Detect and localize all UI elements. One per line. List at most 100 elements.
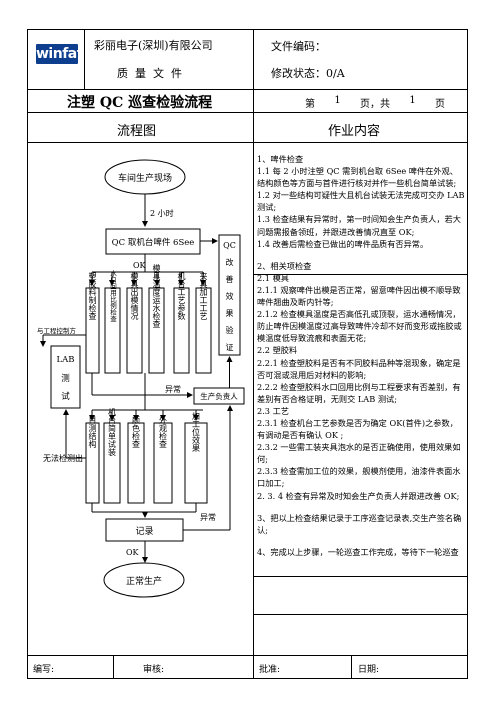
header-divider xyxy=(27,89,468,90)
abnormal-label-1: 异常 xyxy=(165,385,181,394)
content-line: 2.1.1 观察啤件出模是否正常，留意啤件因出模不顺导致啤件翘曲及断内针等; xyxy=(257,284,461,308)
ok-label-1: OK xyxy=(133,261,147,270)
content-line: 2、相关项检查 xyxy=(257,260,312,271)
revision-label: 修改状态： xyxy=(271,67,326,80)
doc-type: 质 量 文 件 xyxy=(117,67,182,80)
logo-divider xyxy=(84,29,85,89)
page-info: 第 1 页，共 1 页 xyxy=(305,95,445,110)
svg-text:善: 善 xyxy=(226,274,234,284)
content-heading: 作业内容 xyxy=(328,124,381,139)
center-divider xyxy=(253,29,254,655)
svg-text:试: 试 xyxy=(61,391,70,402)
footer-col-2 xyxy=(253,655,254,679)
revision-value: 0/A xyxy=(326,67,345,80)
row2-labels: 目测结构 机台简单试装 颜色检查 外观检查 加工位效果 xyxy=(88,407,201,457)
svg-text:效: 效 xyxy=(226,291,234,301)
responsible-box xyxy=(193,387,245,405)
content-spacer xyxy=(257,250,465,260)
content-line: 2.1.2 检查模具温度是否高低孔或顶裂，运水通畅情况，防止啤件因模温度过高导致… xyxy=(257,309,462,344)
document-frame xyxy=(27,29,468,679)
document-title: 注塑 QC 巡查检验流程 xyxy=(67,95,213,111)
content-line: 2. 3. 4 检查有异常及时知会生产负责人并跟进改善 OK; xyxy=(257,490,460,501)
content-sep-1 xyxy=(253,274,468,275)
svg-text:LAB: LAB xyxy=(56,355,74,365)
title-divider xyxy=(27,112,468,113)
content-line: 2.2 塑胶料 xyxy=(257,345,298,356)
check-fixture: 夹具加工工艺 xyxy=(199,271,208,320)
footer-col-1 xyxy=(113,655,114,679)
company-logo: winfat xyxy=(36,44,83,64)
content-sep-2 xyxy=(253,576,468,577)
content-line: 3、把以上检查结果记录于工序巡查记录表,交生产签名确认; xyxy=(257,512,462,535)
footer-approve: 批准: xyxy=(259,665,281,675)
svg-text:验: 验 xyxy=(226,325,234,335)
end-node xyxy=(103,562,185,598)
content-line: 2.3 工艺 xyxy=(257,405,289,416)
svg-text:证: 证 xyxy=(226,343,234,352)
page-total: 1 xyxy=(409,95,416,106)
qc-verify-text: QC 改 善 效 果 验 证 xyxy=(223,241,236,352)
interval-label: 2 小时 xyxy=(150,208,174,218)
process-flowchart: 车间生产现场 2 小时 QC 取机台啤件 6See QC 改 善 效 果 验 证… xyxy=(37,159,245,598)
work-content: 1、啤件检查 1.1 每 2 小时注塑 QC 需到机台取 6See 啤件在外观、… xyxy=(257,153,465,558)
footer-divider xyxy=(27,655,468,656)
check-runner-ratio: 水口回用比例检查 xyxy=(109,269,117,323)
footer-date: 日期: xyxy=(358,665,380,675)
branch-arrows-2 xyxy=(89,410,199,421)
footer-col-3 xyxy=(351,655,352,679)
end-label: 正常生产 xyxy=(126,575,162,587)
flowchart-heading: 流程图 xyxy=(117,124,157,139)
content-line: 2.2.1 检查塑胶料是否有不同胶料品种等混现象，确定是否可混或混用后对材料的影… xyxy=(257,357,461,380)
content-line: 1.4 改善后需检查已做出的啤件品质有否异常。 xyxy=(257,238,429,249)
row1-boxes xyxy=(85,287,212,374)
content-line: 2.3.2 一些需工装夹具泡水的是否正确使用，使用效果如何; xyxy=(257,442,461,465)
content-spacer xyxy=(257,502,465,512)
check-machine-params: 机台工艺参数 xyxy=(177,271,186,321)
columns-divider xyxy=(27,142,468,143)
content-line: 1.2 对一些结构可疑性大且机台试装无法完成可交办 LAB 测试; xyxy=(257,190,465,213)
content-sep-3 xyxy=(253,614,468,615)
ok-label-2: OK xyxy=(126,548,140,557)
content-line: 2.1 模具 xyxy=(257,272,289,283)
check-mold-temp: 模具温度运水检查 xyxy=(152,263,161,328)
lab-text: LAB 测 试 xyxy=(56,355,74,402)
content-spacer xyxy=(257,536,465,546)
content-line: 2.3.1 检查机台工艺参数是否为确定 OK(首件)之参数，有调动是否有确认 O… xyxy=(257,417,458,441)
start-label: 车间生产现场 xyxy=(118,172,172,184)
page-suffix: 页 xyxy=(435,99,445,110)
footer-author: 编写: xyxy=(33,665,55,675)
content-line: 4、完成以上步骤，一轮巡查工作完成，等待下一轮巡查 xyxy=(257,546,459,557)
svg-text:果: 果 xyxy=(226,309,234,318)
svg-text:改: 改 xyxy=(226,257,234,267)
check-appearance: 外观检查 xyxy=(159,415,168,448)
content-line: 1.3 检查结果有异常时，第一时间知会生产负责人，若大问题需报备领班，并跟进改善… xyxy=(257,214,461,237)
check-material: 塑胶料制检查 xyxy=(88,272,97,320)
responsible-label: 生产负责人 xyxy=(200,391,238,401)
content-line: 1.1 每 2 小时注塑 QC 需到机台取 6See 啤件在外观、结构颜色等方面… xyxy=(257,166,458,189)
lab-box xyxy=(50,345,81,409)
abnormal-label-2: 异常 xyxy=(200,513,216,522)
qc-verify-box xyxy=(218,234,241,356)
check-trial-assembly: 机台简单试装 xyxy=(108,407,117,457)
svg-text:测: 测 xyxy=(61,374,70,384)
branch-arrows-1 xyxy=(89,272,206,286)
doc-number-label: 文件编码： xyxy=(271,40,326,53)
content-line: 2.3.3 检查需加工位的效果，舰模剂使用，油漆件表面水口加工; xyxy=(257,466,461,489)
check-processing: 加工位效果 xyxy=(192,411,201,453)
content-line: 2.2.2 检查塑胶料水口回用比例与工程要求有否差别，有差别有否合格证明，无则交… xyxy=(257,381,461,404)
page-mid: 页，共 xyxy=(360,99,390,110)
record-label: 记录 xyxy=(135,526,153,537)
check-color: 颜色检查 xyxy=(132,415,141,448)
row2-boxes xyxy=(85,422,208,504)
footer-review: 审核: xyxy=(143,665,165,675)
revision-status: 修改状态：0/A xyxy=(271,65,345,81)
company-name: 彩丽电子(深圳)有限公司 xyxy=(94,39,213,52)
to-lab-label: 与工程控制方 xyxy=(37,326,77,335)
check-visual-structure: 目测结构 xyxy=(88,416,97,449)
svg-text:QC: QC xyxy=(223,241,236,250)
page-prefix: 第 xyxy=(305,99,315,110)
row1-labels: 塑胶料制检查 水口回用比例检查 模具出模情况 模具温度运水检查 机台工艺参数 夹… xyxy=(88,263,208,328)
check-demold: 模具出模情况 xyxy=(130,271,139,321)
cannot-detect-label: 无法检测出 xyxy=(43,453,83,463)
content-line: 1、啤件检查 xyxy=(257,154,304,164)
